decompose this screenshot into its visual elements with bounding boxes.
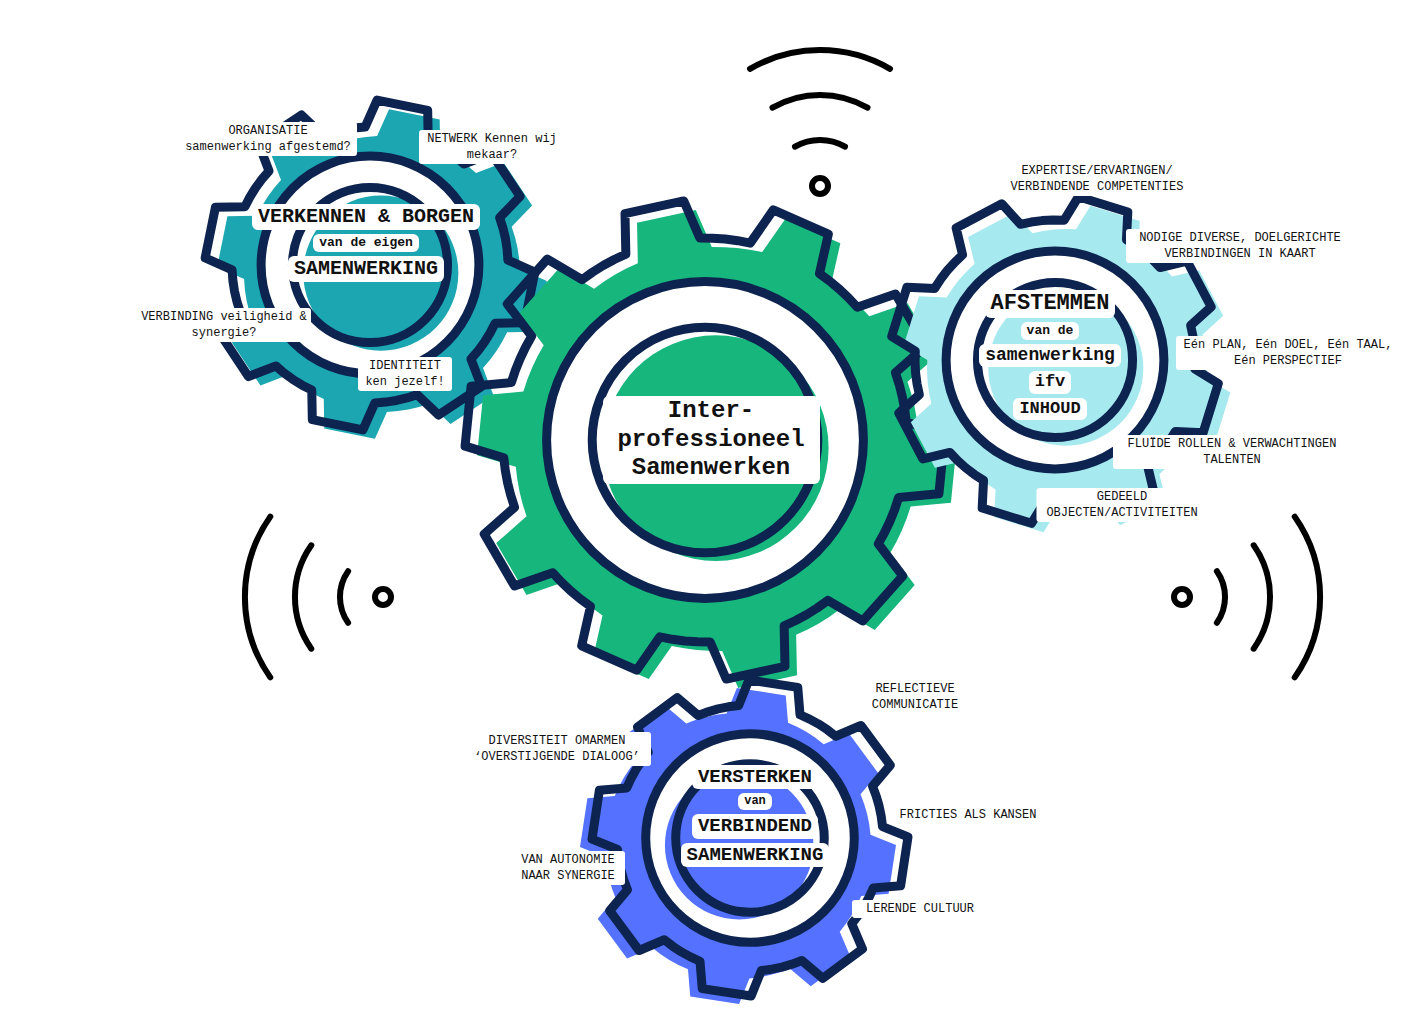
gear-label: VAN AUTONOMIE NAAR SYNERGIE — [511, 851, 625, 885]
gear-title: VERBINDEND — [692, 814, 818, 839]
gear-title: SAMENWERKING — [681, 843, 830, 868]
gear-text-group: Inter- professioneel Samenwerken — [603, 394, 820, 486]
signal-arc — [295, 545, 311, 648]
gear-outline — [465, 201, 945, 679]
gear-title: SAMENWERKING — [288, 256, 444, 282]
signal-arc — [245, 517, 270, 678]
gear-fill — [477, 210, 957, 688]
gear-label: REFLECTIEVE COMMUNICATIE — [862, 680, 968, 714]
gear-title: samenwerking — [979, 344, 1121, 368]
gear-label: FLUÏDE ROLLEN & VERWACHTINGEN TALENTEN — [1113, 435, 1351, 469]
gear-label: Eén PLAN, Eén DOEL, Eén TAAL, Eén PERSPE… — [1176, 336, 1400, 370]
gear-text-group: VERSTERKEN vanVERBINDEND SAMENWERKING — [681, 763, 830, 870]
gear-label: LERENDE CULTUUR — [852, 900, 988, 918]
gear-title: VERKENNEN & BORGEN — [252, 204, 480, 230]
gear-label: IDENTITEIT ken jezelf! — [358, 357, 452, 391]
gear-label: NODIGE DIVERSE, DOELGERICHTE VERBINDINGE… — [1126, 229, 1354, 263]
gear-ring — [547, 282, 864, 599]
gear-label: NETWERK Kennen wij mekaar? — [419, 130, 565, 164]
gear-title: INHOUD — [1013, 398, 1086, 420]
gear-title: VERSTERKEN — [692, 765, 818, 790]
gear-outline — [592, 680, 908, 996]
signal-arc — [750, 50, 890, 69]
gear-label: DIVERSITEIT OMARMEN ‘OVERSTIJGENDE DIALO… — [463, 732, 651, 766]
signal-dot — [1174, 589, 1190, 605]
signal-dot — [375, 589, 391, 605]
gear-label: GEDEELD OBJECTEN/ACTIVITEITEN — [1037, 488, 1208, 522]
signal-arc — [795, 140, 845, 147]
gear-title: ifv — [1029, 371, 1072, 393]
gear-label: EXPERTISE/ERVARINGEN/ VERBINDENDE COMPET… — [987, 162, 1208, 196]
gear-title: van — [738, 793, 772, 809]
signal-arc — [1295, 517, 1320, 678]
gear-label: VERBINDING veiligheid & synergie? — [137, 308, 311, 342]
gear-node: Inter- professioneel Samenwerken — [441, 176, 969, 704]
gear-title: van de eigen — [313, 234, 419, 252]
gear-label: FRICTIES ALS KANSEN — [890, 806, 1046, 824]
gear-title: van de — [1021, 322, 1080, 340]
gear-label: ORGANISATIE samenwerking afgestemd? — [179, 122, 357, 156]
gear-title: Inter- professioneel Samenwerken — [603, 396, 820, 484]
gear-hub-outline — [977, 282, 1132, 437]
gear-ring — [646, 734, 855, 943]
gear-title: AFSTEMMEN — [985, 290, 1116, 318]
gear-text-group: AFSTEMMEN van de samenwerking ifvINHOUD — [979, 288, 1121, 422]
gear-text-group: VERKENNEN & BORGEN van de eigenSAMENWERKI… — [252, 202, 480, 284]
signal-arc — [340, 571, 348, 623]
signal-arc — [1254, 545, 1270, 648]
signal-dot — [812, 178, 828, 194]
signal-arc — [1217, 571, 1225, 623]
signal-arc — [773, 95, 868, 108]
gear-hub-outline — [676, 764, 825, 913]
